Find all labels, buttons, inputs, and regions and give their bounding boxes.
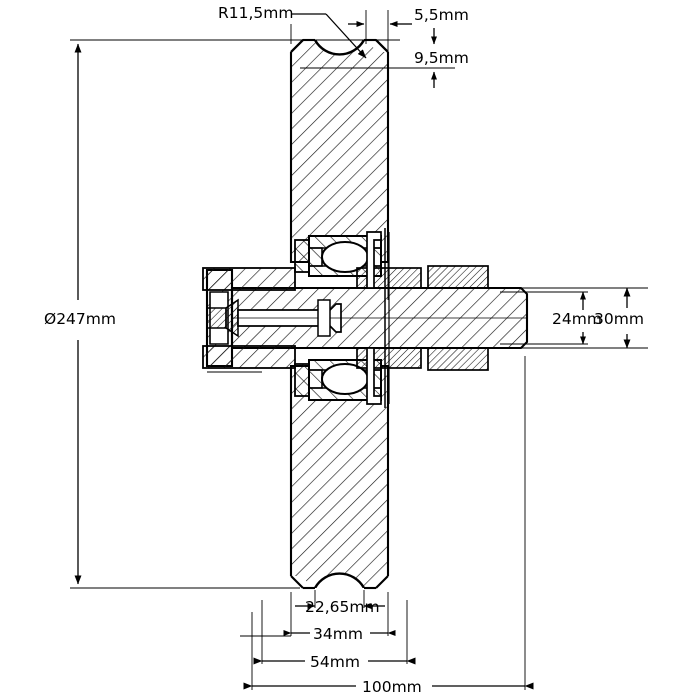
label-radius-groove: R11,5mm [218, 4, 293, 22]
rim-top-half [289, 30, 390, 264]
leader-radius-groove [291, 13, 367, 59]
label-overall-diameter: Ø247mm [44, 310, 116, 328]
dimension-labels: R11,5mm 5,5mm 9,5mm Ø247mm 24mm 30mm 22,… [44, 4, 644, 696]
rim-body [289, 30, 390, 598]
label-groove-bottom-width: 22,65mm [305, 598, 380, 616]
label-groove-outer-width: 34mm [313, 625, 363, 643]
label-hub-inner-width: 24mm [552, 310, 602, 328]
retainer-tab [366, 228, 390, 408]
label-flange-top-width: 5,5mm [414, 6, 469, 24]
dim-hub-outer-width [623, 287, 648, 349]
dimension-lines [74, 21, 648, 690]
spacer-ring-left [202, 267, 296, 369]
extension-lines [70, 10, 648, 690]
label-hub-outer-width: 30mm [594, 310, 644, 328]
bolt-shaft [237, 299, 342, 337]
label-rim-width: 54mm [310, 653, 360, 671]
label-groove-depth: 9,5mm [414, 49, 469, 67]
hub-assembly [202, 228, 529, 408]
rim-bottom-half [289, 364, 390, 598]
label-total-width: 100mm [362, 678, 422, 696]
